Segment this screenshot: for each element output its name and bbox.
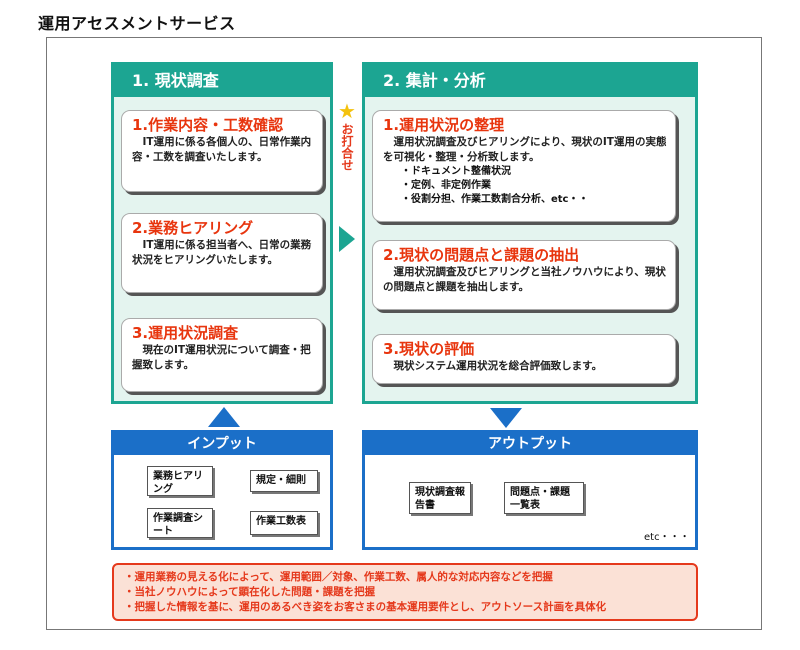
- arrow-right-icon: [339, 226, 355, 252]
- arrow-down-icon: [490, 408, 522, 428]
- output-panel-header: アウトプット: [365, 433, 695, 455]
- summary-line: ・把握した情報を基に、運用のあるべき姿をお客さまの基本運用要件とし、アウトソース…: [124, 601, 607, 613]
- operation-survey-card: 3.運用状況調査 現在のIT運用状況について調査・把握致します。: [121, 318, 323, 392]
- card-body: 現在のIT運用状況について調査・把握致します。: [132, 344, 311, 371]
- meeting-label: お打合せ: [340, 123, 354, 171]
- bullet-item: ・定例、非定例作業: [401, 180, 491, 191]
- work-survey-sheet-icon: 作業調査シート: [147, 508, 213, 538]
- evaluation-card: 3.現状の評価 現状システム運用状況を総合評価致します。: [372, 334, 676, 384]
- analysis-bullets: ・ドキュメント整備状況 ・定例、非定例作業 ・役割分担、作業工数割合分析、etc…: [383, 165, 667, 207]
- input-panel-header: インプット: [114, 433, 330, 455]
- analysis-panel-header: 2. 集計・分析: [365, 65, 695, 97]
- work-content-card: 1.作業内容・工数確認 IT運用に係る各個人の、日常作業内容・工数を調査いたしま…: [121, 110, 323, 192]
- man-hour-table-icon: 作業工数表: [250, 511, 318, 535]
- card-body: 運用状況調査及びヒアリングと当社ノウハウにより、現状の問題点と課題を抽出します。: [383, 266, 666, 293]
- business-hearing-card: 2.業務ヒアリング IT運用に係る担当者へ、日常の業務状況をヒアリングいたします…: [121, 213, 323, 293]
- card-title: 1.作業内容・工数確認: [132, 116, 284, 134]
- bullet-item: ・ドキュメント整備状況: [401, 166, 511, 177]
- issues-list-icon: 問題点・課題一覧表: [504, 482, 584, 514]
- card-title: 3.運用状況調査: [132, 324, 239, 342]
- survey-panel-header: 1. 現状調査: [114, 65, 330, 97]
- status-organize-card: 1.運用状況の整理 運用状況調査及びヒアリングにより、現状のIT運用の実態を可視…: [372, 110, 676, 222]
- card-body: 運用状況調査及びヒアリングにより、現状のIT運用の実態を可視化・整理・分析致しま…: [383, 136, 667, 163]
- summary-line: ・当社ノウハウによって顕在化した問題・課題を把握: [124, 586, 376, 598]
- status-report-icon: 現状調査報告書: [409, 482, 471, 514]
- rules-doc-icon: 規定・細則: [250, 470, 318, 492]
- arrow-up-icon: [208, 407, 240, 427]
- summary-line: ・運用業務の見える化によって、運用範囲／対象、作業工数、属人的な対応内容などを把…: [124, 571, 553, 583]
- diagram-frame: [46, 37, 762, 630]
- output-etc: etc・・・: [644, 532, 690, 543]
- bullet-item: ・役割分担、作業工数割合分析、etc・・: [401, 194, 589, 205]
- summary-box: ・運用業務の見える化によって、運用範囲／対象、作業工数、属人的な対応内容などを把…: [112, 563, 698, 621]
- card-title: 3.現状の評価: [383, 340, 475, 358]
- star-icon: ★: [338, 99, 356, 123]
- card-body: IT運用に係る各個人の、日常作業内容・工数を調査いたします。: [132, 136, 312, 163]
- card-title: 2.現状の問題点と課題の抽出: [383, 246, 580, 264]
- issues-extraction-card: 2.現状の問題点と課題の抽出 運用状況調査及びヒアリングと当社ノウハウにより、現…: [372, 240, 676, 310]
- hearing-doc-icon: 業務ヒアリング: [147, 466, 213, 496]
- card-body: 現状システム運用状況を総合評価致します。: [383, 360, 603, 372]
- card-title: 1.運用状況の整理: [383, 116, 505, 134]
- page-title: 運用アセスメントサービス: [38, 14, 236, 33]
- card-body: IT運用に係る担当者へ、日常の業務状況をヒアリングいたします。: [132, 239, 312, 266]
- card-title: 2.業務ヒアリング: [132, 219, 254, 237]
